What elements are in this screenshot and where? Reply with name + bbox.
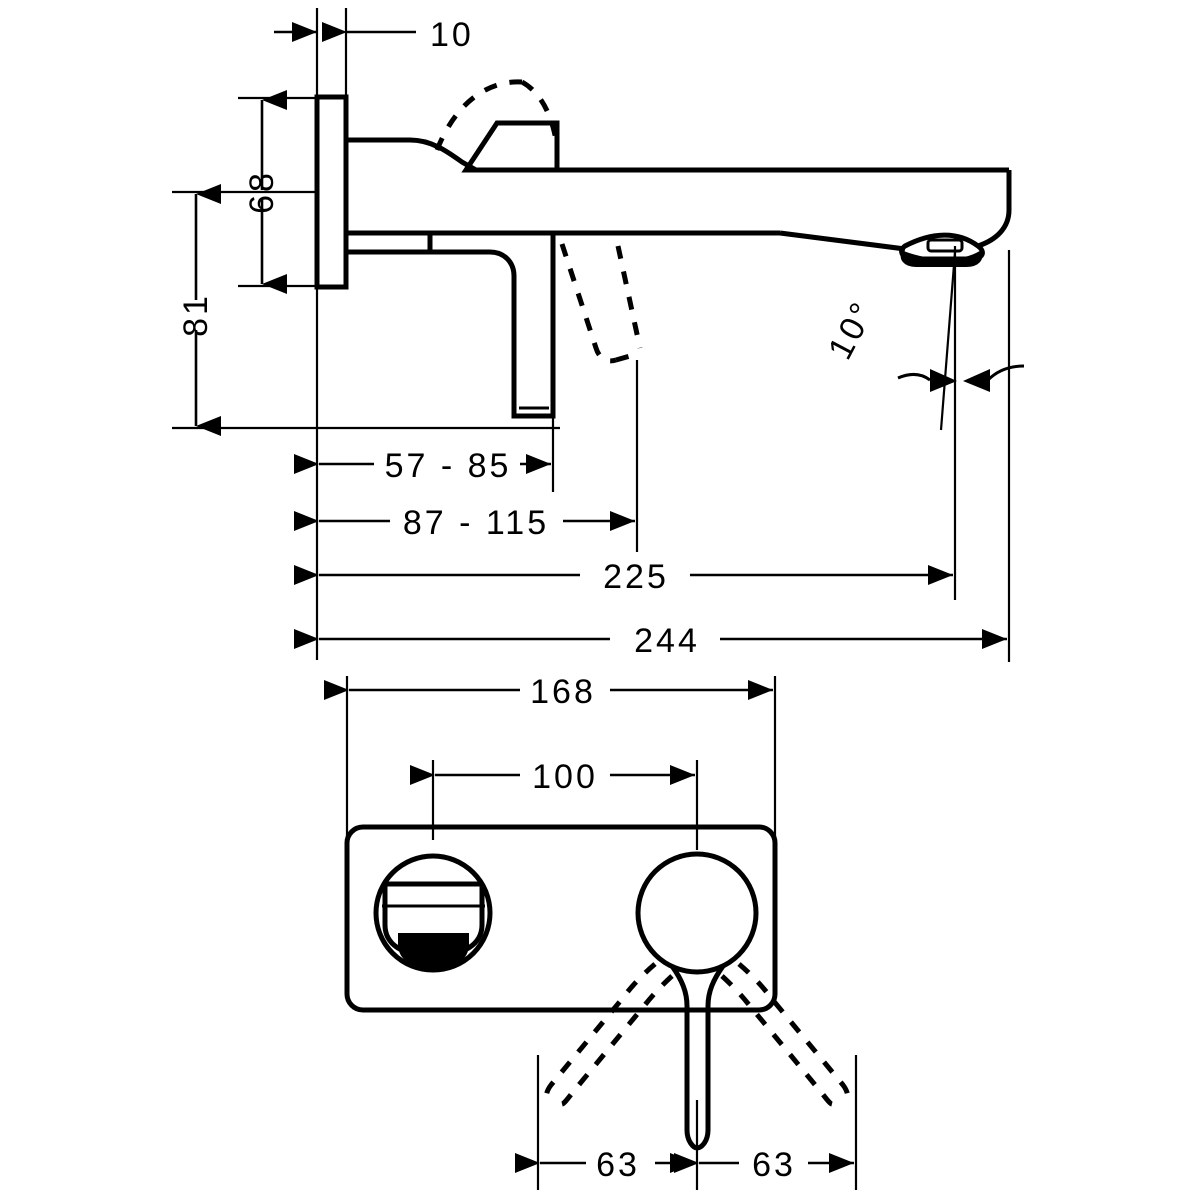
dim-label-225: 225 [603, 558, 669, 596]
wall-escutcheon-plate [314, 94, 349, 290]
lever-cap-block [461, 120, 560, 173]
dim-label-87-115: 87 - 115 [403, 504, 549, 542]
dim-label-outlet-angle: 10° [821, 294, 883, 365]
lever-swing-dashed-tip [615, 351, 638, 363]
lever-swing-dashed-left-inner [559, 974, 674, 1107]
side-view-group [172, 8, 1025, 662]
dim-label-63-right: 63 [752, 1146, 796, 1184]
spout-outlet-aerator-face [398, 933, 469, 970]
side-view-dimensions: 10 68 81 57 - 85 87 - 115 225 244 10° [177, 16, 1007, 660]
angle-leader-right [986, 364, 1025, 382]
lever-swing-dashed-left-edge [559, 243, 617, 364]
lever-base-circle [635, 851, 759, 975]
dim-label-81: 81 [177, 293, 215, 337]
spout-nose-curve [977, 170, 1012, 249]
lever-swing-dashed-right-edge [615, 245, 643, 349]
front-view-group [344, 676, 858, 1190]
dim-label-plate-thickness: 10 [430, 16, 474, 54]
dim-label-57-85: 57 - 85 [385, 447, 512, 485]
lever-up-swing-dashed-arc-right [520, 79, 559, 141]
spout-outlet-circle [373, 853, 493, 973]
angle-arrow-right [963, 369, 990, 392]
spout-arm-upper-left-edge [346, 137, 478, 173]
dim-label-168: 168 [530, 673, 596, 711]
lever-handle-outline [430, 233, 556, 419]
lever-swing-dashed-right-outer [737, 962, 851, 1107]
lever-hub-top [346, 233, 433, 255]
side-view-extension-lines [172, 8, 1011, 662]
angle-leader-left [897, 372, 931, 382]
dim-label-100: 100 [532, 758, 598, 796]
outlet-angle-line [939, 251, 957, 431]
dim-label-244: 244 [634, 622, 700, 660]
dim-label-63-left: 63 [596, 1146, 640, 1184]
angle-arrow-left [930, 369, 957, 392]
lever-up-swing-dashed-arc [434, 79, 523, 151]
front-cover-plate [344, 824, 778, 1013]
lever-swing-dashed-left-outer [543, 962, 657, 1107]
lever-swing-dashed-right-inner [720, 974, 835, 1107]
front-view-dimensions: 168 100 63 63 [324, 673, 854, 1184]
spout-underside-taper [779, 230, 906, 252]
lever-stem [669, 964, 726, 1151]
aerator-screen [926, 238, 964, 253]
aerator-outlet-underside [900, 250, 983, 267]
dim-label-68: 68 [243, 170, 281, 214]
